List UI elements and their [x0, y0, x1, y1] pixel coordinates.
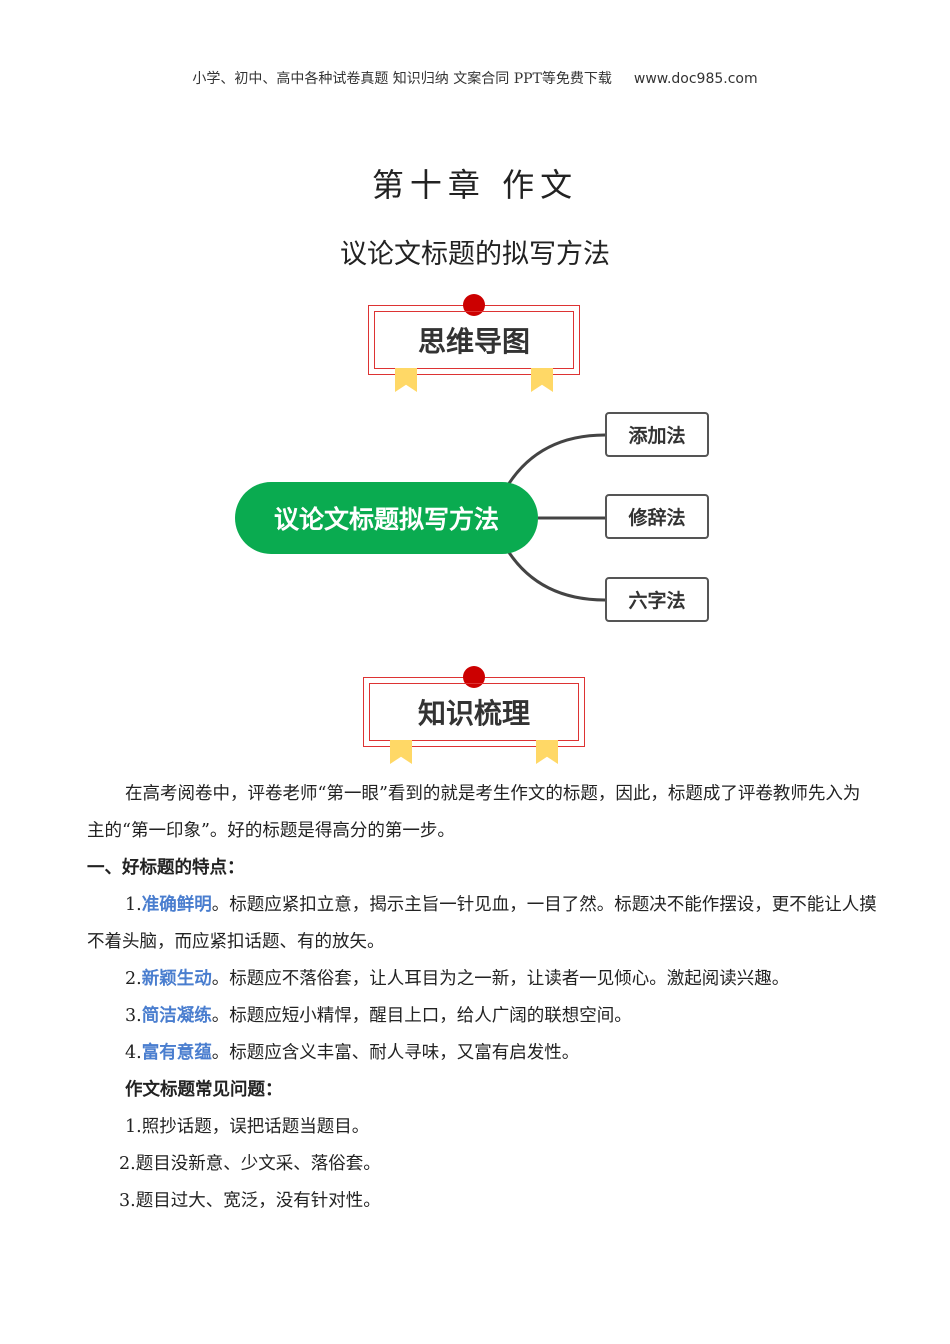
mindmap-leaf: 六字法	[605, 577, 709, 622]
knowledge-banner: 知识梳理	[363, 666, 585, 764]
point-item: 3.简洁凝练。标题应短小精悍，醒目上口，给人广阔的联想空间。	[125, 1006, 632, 1026]
page-header: 小学、初中、高中各种试卷真题 知识归纳 文案合同 PPT等免费下载 www.doc…	[0, 68, 950, 88]
problem-item: 1.照抄话题，误把话题当题目。	[125, 1117, 370, 1137]
point-item: 1.准确鲜明。标题应紧扣立意，揭示主旨一针见血，一目了然。标题决不能作摆设，更不…	[87, 895, 877, 952]
ribbon-icon	[536, 740, 558, 764]
mindmap-center-node: 议论文标题拟写方法	[235, 482, 538, 554]
banner-dot-icon	[463, 294, 485, 316]
body-text: 在高考阅卷中，评卷老师“第一眼”看到的就是考生作文的标题，因此，标题成了评卷教师…	[87, 776, 877, 1220]
ribbon-icon	[390, 740, 412, 764]
header-text: 小学、初中、高中各种试卷真题 知识归纳 文案合同 PPT等免费下载	[192, 71, 612, 87]
intro-paragraph: 在高考阅卷中，评卷老师“第一眼”看到的就是考生作文的标题，因此，标题成了评卷教师…	[87, 784, 861, 841]
banner-dot-icon	[463, 666, 485, 688]
banner-label: 思维导图	[374, 311, 574, 369]
problem-item: 3.题目过大、宽泛，没有针对性。	[119, 1191, 381, 1211]
mindmap-leaf: 添加法	[605, 412, 709, 457]
mindmap-leaf: 修辞法	[605, 494, 709, 539]
section-subtitle: 议论文标题的拟写方法	[340, 239, 610, 270]
point-item: 2.新颖生动。标题应不落俗套，让人耳目为之一新，让读者一见倾心。激起阅读兴趣。	[125, 969, 790, 989]
header-url[interactable]: www.doc985.com	[633, 71, 758, 87]
point-item: 4.富有意蕴。标题应含义丰富、耐人寻味，又富有启发性。	[125, 1043, 580, 1063]
chapter-title: 第十章 作文	[371, 166, 579, 204]
section-heading: 一、好标题的特点：	[87, 858, 245, 878]
mindmap-connectors	[506, 433, 606, 602]
ribbon-icon	[531, 368, 553, 392]
ribbon-icon	[395, 368, 417, 392]
section-heading: 作文标题常见问题：	[125, 1080, 283, 1100]
mindmap-banner: 思维导图	[368, 294, 580, 392]
problem-item: 2.题目没新意、少文采、落俗套。	[119, 1154, 381, 1174]
banner-label: 知识梳理	[369, 683, 579, 741]
